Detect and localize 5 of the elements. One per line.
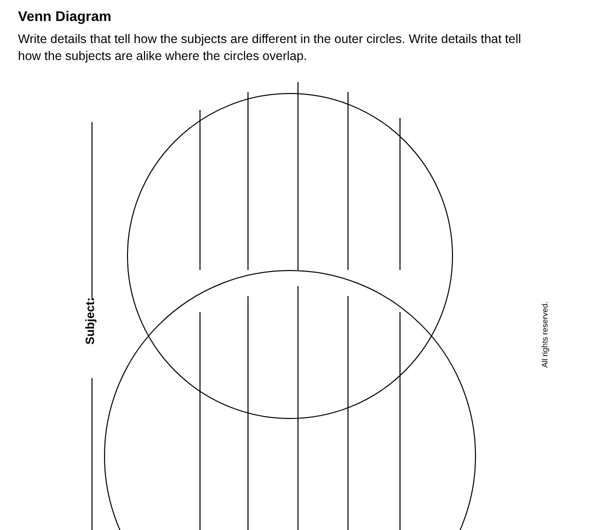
subject-label: Subject:	[83, 296, 97, 347]
title: Venn Diagram	[18, 8, 112, 24]
copyright-note: All rights reserved.	[540, 300, 550, 370]
instruction-text: Write details that tell how the subjects are different in the outer circles. Write details that tell how the subjects are alike where the circles overlap.	[18, 31, 522, 65]
venn-circle	[127, 93, 453, 419]
